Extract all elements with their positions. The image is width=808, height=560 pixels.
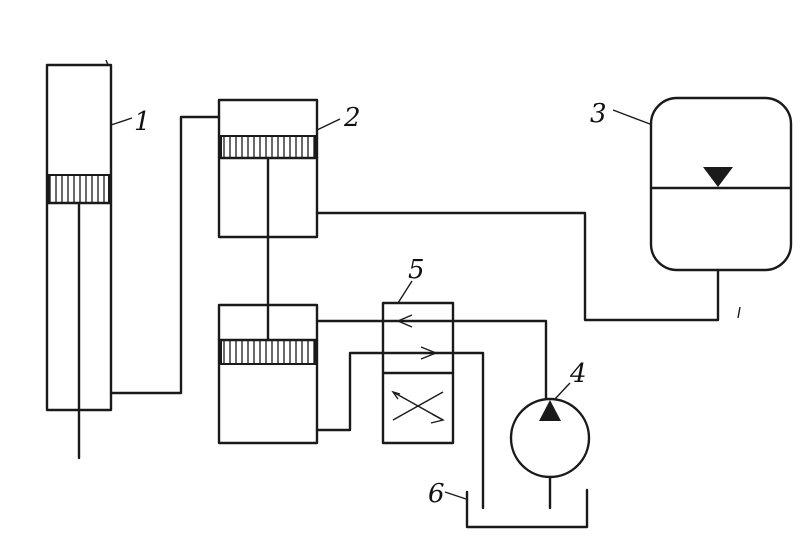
intensifier-2 [217, 98, 319, 445]
label-2: 2 [343, 103, 361, 133]
pump-arrow-icon [539, 400, 561, 421]
pipe-cylinder-to-intensifier [109, 115, 221, 395]
leader-6 [444, 491, 467, 500]
label-3: 3 [590, 99, 607, 129]
cylinder-1 [45, 59, 113, 460]
flow-arrow-icon-left [396, 314, 413, 328]
label-1: 1 [134, 107, 151, 137]
cylinder-1-mark [105, 59, 109, 66]
leader-3 [612, 109, 651, 125]
valve-cross-arrow-icon-2 [391, 390, 401, 400]
label-5: 5 [408, 255, 425, 285]
leader-4 [553, 382, 571, 401]
leader-2 [316, 118, 341, 131]
valve-cross-line-b [392, 391, 444, 421]
valve-cross-arrow-icon [430, 413, 445, 424]
pump-4 [509, 397, 591, 510]
intensifier-lower-piston [220, 339, 316, 365]
accumulator-body [649, 96, 793, 272]
tank-6 [465, 488, 589, 529]
stray-mark [737, 306, 741, 319]
accumulator-3 [649, 96, 793, 272]
intensifier-lower-body [217, 303, 319, 445]
pipe-pump-to-intensifier [315, 319, 548, 400]
valve-5 [381, 301, 455, 445]
label-6: 6 [428, 479, 445, 509]
label-4: 4 [569, 359, 587, 389]
pipe-return-to-tank [315, 351, 485, 510]
intensifier-upper-piston [220, 135, 316, 159]
fluid-level-marker-icon [703, 167, 733, 187]
cylinder-1-piston [48, 174, 110, 204]
flow-arrow-icon-right [420, 346, 438, 360]
leader-5 [397, 280, 413, 304]
pipe-intensifier-to-accumulator [315, 211, 720, 322]
leader-1 [110, 117, 133, 126]
